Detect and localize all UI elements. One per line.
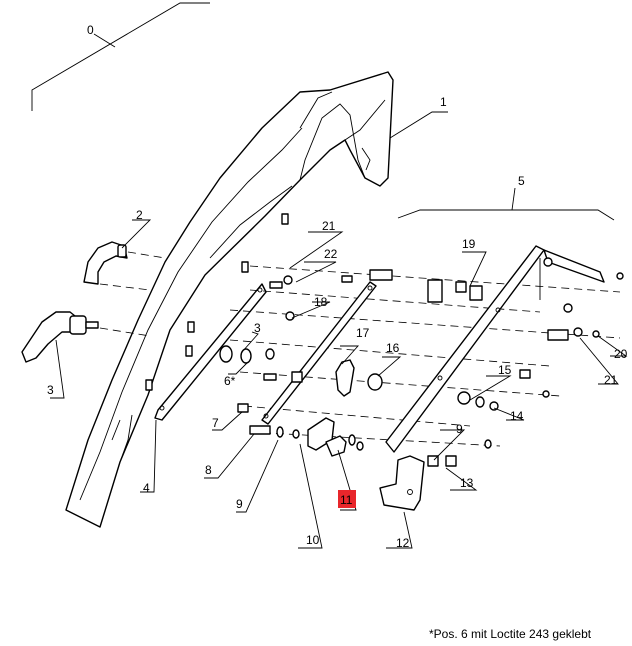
callout-14[interactable]: 14 <box>510 409 524 423</box>
callout-10[interactable]: 10 <box>306 533 320 547</box>
callout-11[interactable]: 11 <box>340 493 353 507</box>
callout-20[interactable]: 20 <box>614 347 628 361</box>
callout-21[interactable]: 21 <box>604 373 618 387</box>
handle-frame <box>65 71 394 528</box>
callout-12[interactable]: 12 <box>396 536 410 550</box>
callout-15[interactable]: 15 <box>498 363 512 377</box>
assembly-bracket-0 <box>31 2 210 111</box>
callout-6[interactable]: 6* <box>224 374 236 388</box>
callout-0[interactable]: 0 <box>87 23 94 37</box>
leader-lines <box>50 111 628 549</box>
callout-21[interactable]: 21 <box>322 219 336 233</box>
assembly-bracket-5 <box>397 187 615 221</box>
callout-8[interactable]: 8 <box>205 463 212 477</box>
callout-17[interactable]: 17 <box>356 326 370 340</box>
handle-lever <box>21 311 99 363</box>
callout-3[interactable]: 3 <box>254 321 261 335</box>
callout-13[interactable]: 13 <box>460 476 474 490</box>
callout-labels: 0 1 2 3 3 4 5 6* 7 8 9 9 10 12 13 14 15 … <box>47 23 628 550</box>
callout-3[interactable]: 3 <box>47 383 54 397</box>
callout-1[interactable]: 1 <box>440 95 447 109</box>
callout-7[interactable]: 7 <box>212 416 219 430</box>
carriage-block <box>307 417 347 457</box>
callout-22[interactable]: 22 <box>324 247 338 261</box>
callout-9[interactable]: 9 <box>456 422 463 436</box>
callout-2[interactable]: 2 <box>136 208 143 222</box>
roller-assembly <box>335 359 383 397</box>
mount-bracket <box>379 455 425 511</box>
grip-small <box>83 241 128 285</box>
callout-4[interactable]: 4 <box>143 481 150 495</box>
footnote: *Pos. 6 mit Loctite 243 geklebt <box>429 627 592 641</box>
highlight-box-11 <box>338 490 356 508</box>
connecting-bar <box>261 281 377 425</box>
callout-18[interactable]: 18 <box>314 295 328 309</box>
callout-9[interactable]: 9 <box>236 497 243 511</box>
side-bar <box>154 283 267 421</box>
callout-16[interactable]: 16 <box>386 341 400 355</box>
fasteners <box>145 213 624 467</box>
callout-19[interactable]: 19 <box>462 237 476 251</box>
callout-5[interactable]: 5 <box>518 174 525 188</box>
rail-bracket <box>385 245 605 453</box>
